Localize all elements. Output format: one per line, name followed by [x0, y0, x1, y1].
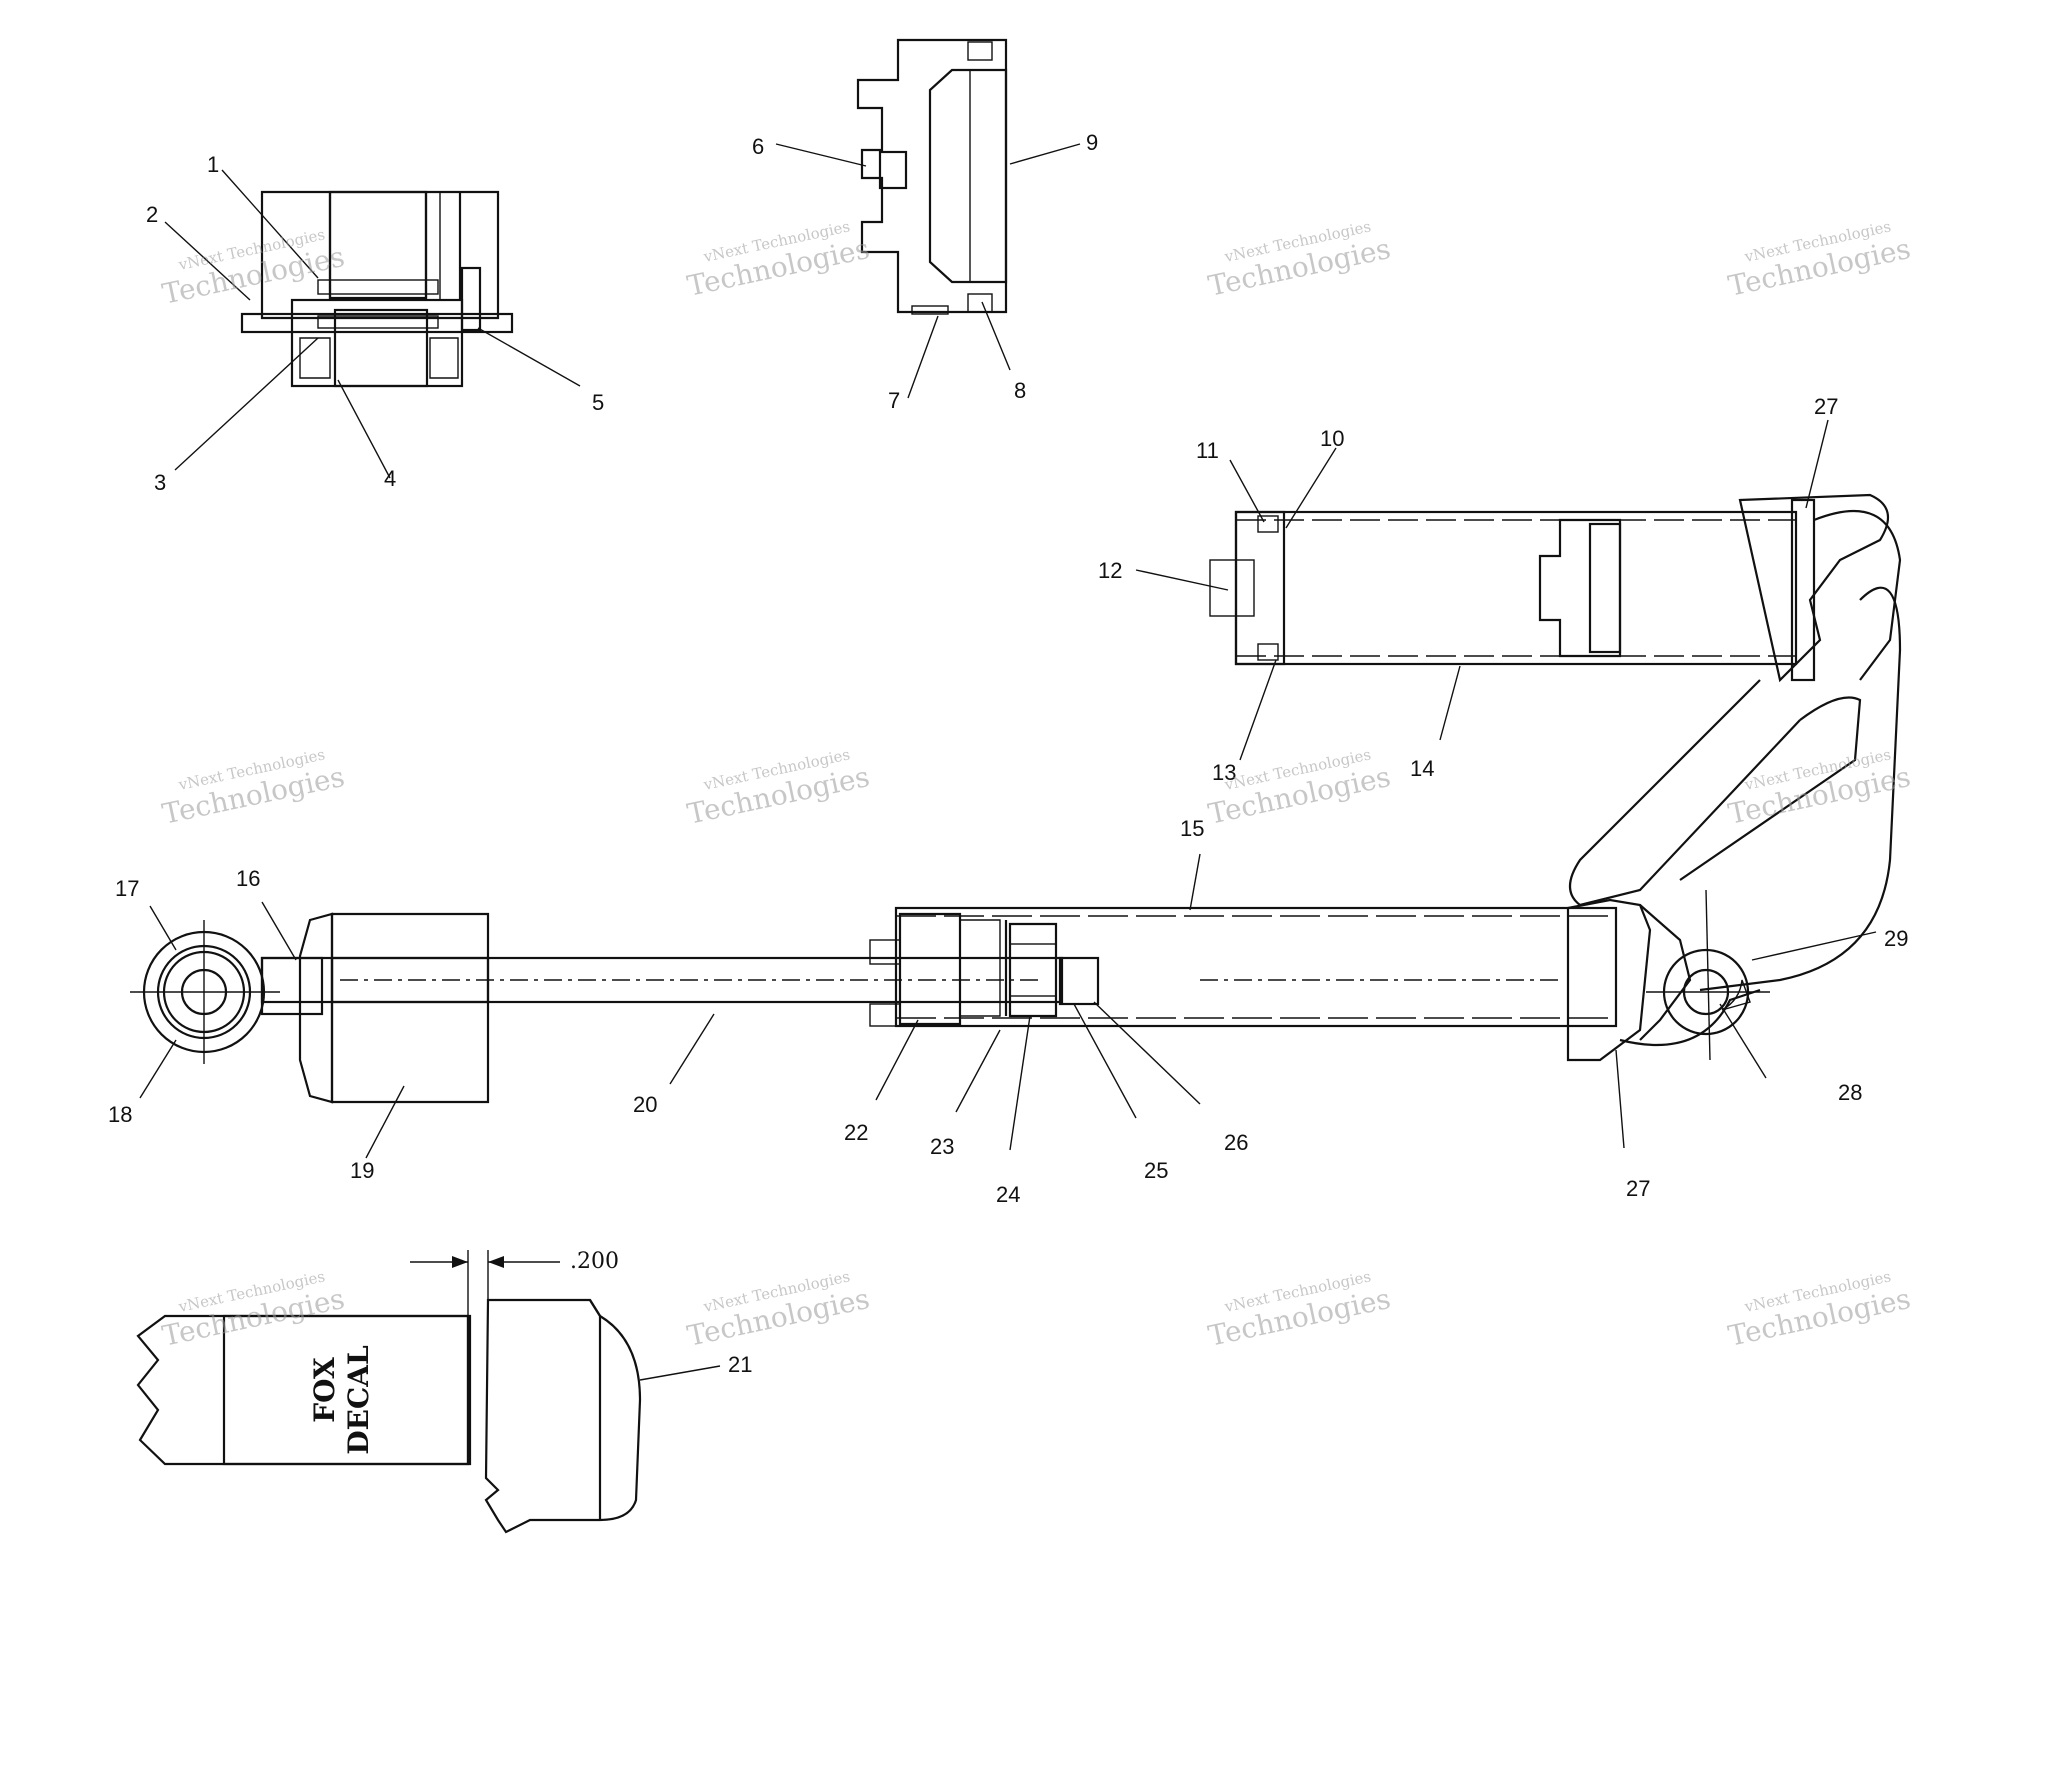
callout-27-bottom: 27 — [1626, 1176, 1650, 1201]
callout-6: 6 — [752, 134, 764, 159]
callout-16: 16 — [236, 866, 260, 891]
callout-4: 4 — [384, 466, 396, 491]
callout-21: 21 — [728, 1352, 752, 1377]
watermark-4: vNext Technologies Technologies — [1725, 217, 1913, 302]
callout-20: 20 — [633, 1092, 657, 1117]
watermark-2: vNext Technologies Technologies — [684, 217, 872, 302]
callout-9: 9 — [1086, 130, 1098, 155]
callout-8: 8 — [1014, 378, 1026, 403]
callout-29: 29 — [1884, 926, 1908, 951]
callout-13: 13 — [1212, 760, 1236, 785]
watermark-3: vNext Technologies Technologies — [1205, 217, 1393, 302]
callout-10: 10 — [1320, 426, 1344, 451]
decal-text-line-2: DECAL — [342, 1345, 375, 1455]
callout-1: 1 — [207, 152, 219, 177]
main-shock-body — [130, 898, 1770, 1104]
callout-11: 11 — [1196, 438, 1219, 463]
callout-18: 18 — [108, 1102, 132, 1127]
callout-14: 14 — [1410, 756, 1434, 781]
callout-12: 12 — [1098, 558, 1122, 583]
dimension-label: .200 — [570, 1249, 619, 1274]
watermark-9: vNext Technologies Technologies — [159, 1267, 347, 1352]
callout-19: 19 — [350, 1158, 374, 1183]
watermark-12: vNext Technologies Technologies — [1725, 1267, 1913, 1352]
callout-2: 2 — [146, 202, 158, 227]
callout-17: 17 — [115, 876, 139, 901]
callout-3: 3 — [154, 470, 166, 495]
callout-25: 25 — [1144, 1158, 1168, 1183]
callout-24: 24 — [996, 1182, 1020, 1207]
callout-26: 26 — [1224, 1130, 1248, 1155]
callout-labels: 1 2 3 4 5 6 7 8 9 10 11 12 13 14 15 16 1… — [108, 130, 1908, 1377]
watermark-7: vNext Technologies Technologies — [1205, 745, 1393, 830]
seal-head-detail — [240, 190, 514, 388]
callout-28: 28 — [1838, 1080, 1862, 1105]
floating-piston-detail — [856, 38, 1008, 315]
callout-7: 7 — [888, 388, 900, 413]
watermark-10: vNext Technologies Technologies — [684, 1267, 872, 1352]
decal-detail: FOX DECAL .200 — [136, 1249, 642, 1534]
callout-27-top: 27 — [1814, 394, 1838, 419]
callout-15: 15 — [1180, 816, 1204, 841]
watermark-5: vNext Technologies Technologies — [159, 745, 347, 830]
watermark-1: vNext Technologies Technologies — [159, 225, 347, 310]
callout-23: 23 — [930, 1134, 954, 1159]
watermark-6: vNext Technologies Technologies — [684, 745, 872, 830]
callout-5: 5 — [592, 390, 604, 415]
leader-lines — [139, 143, 1877, 1381]
callout-22: 22 — [844, 1120, 868, 1145]
decal-text-line-1: FOX — [308, 1357, 341, 1423]
watermark-8: vNext Technologies Technologies — [1725, 745, 1913, 830]
reservoir-detail — [1209, 493, 1902, 683]
watermark-11: vNext Technologies Technologies — [1205, 1267, 1393, 1352]
